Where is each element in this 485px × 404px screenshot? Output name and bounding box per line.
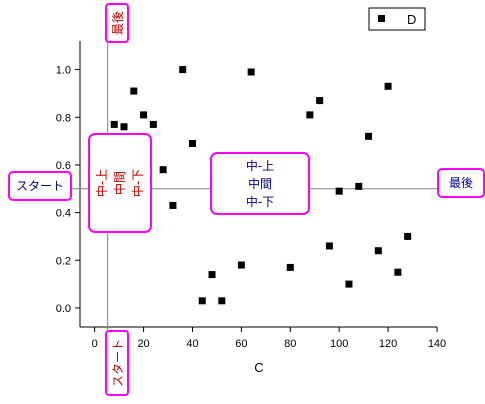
- data-point: [188, 139, 196, 147]
- annotation-top-label: 最後: [111, 11, 125, 35]
- axes: [79, 41, 437, 328]
- data-point: [365, 132, 373, 140]
- annotation-center-horizontal-line-1: 中-上: [246, 158, 274, 173]
- annotation-center-horizontal-line-2: 中間: [248, 176, 272, 191]
- data-point: [120, 123, 128, 131]
- y-tick-label: 0.4: [56, 208, 71, 220]
- data-point: [208, 271, 216, 279]
- annotation-top: 最後: [105, 3, 129, 43]
- x-tick-label: 100: [330, 338, 348, 350]
- data-point: [335, 187, 343, 195]
- data-point: [149, 120, 157, 128]
- y-tick-label: 0.8: [56, 112, 71, 124]
- annotation-center-vertical: 中-上 中間 中-下: [88, 133, 152, 233]
- x-tick-label: 20: [137, 338, 149, 350]
- data-point: [130, 87, 138, 95]
- annotation-right: 最後: [437, 168, 485, 198]
- x-tick-label: 80: [284, 338, 296, 350]
- data-point: [169, 201, 177, 209]
- legend-box: [368, 7, 426, 31]
- data-point: [394, 268, 402, 276]
- annotation-bottom: スタート: [105, 330, 129, 396]
- x-tick-label: 40: [186, 338, 198, 350]
- data-point: [404, 232, 412, 240]
- annotation-center-vertical-line-3: 中-下: [130, 169, 145, 197]
- y-tick-label: 1.0: [56, 65, 71, 77]
- data-point: [345, 280, 353, 288]
- annotation-center-vertical-line-1: 中-上: [94, 169, 109, 197]
- y-tick-label: 0.0: [56, 303, 71, 315]
- legend-label: D: [407, 12, 416, 27]
- data-point: [325, 242, 333, 250]
- annotation-center-vertical-line-2: 中間: [112, 171, 127, 195]
- data-point: [374, 247, 382, 255]
- annotation-center-horizontal-line-3: 中-下: [246, 194, 274, 209]
- x-tick-label: 60: [235, 338, 247, 350]
- x-tick-label: 140: [428, 338, 446, 350]
- x-axis-title: C: [254, 360, 263, 375]
- annotation-bottom-label: スタート: [111, 339, 125, 387]
- data-point: [286, 263, 294, 271]
- data-point: [110, 120, 118, 128]
- x-tick-label: 120: [379, 338, 397, 350]
- x-tick-label: 0: [92, 338, 98, 350]
- data-point: [179, 66, 187, 74]
- data-point: [306, 111, 314, 119]
- data-point: [159, 166, 167, 174]
- data-point: [384, 82, 392, 90]
- annotation-left-label: スタート: [16, 179, 64, 193]
- legend-marker: [378, 15, 385, 22]
- data-point: [140, 111, 148, 119]
- annotation-center-horizontal: 中-上 中間 中-下: [210, 152, 310, 215]
- x-ticks: 0 20 40 60 80 100 120 140: [92, 327, 446, 350]
- annotation-right-label: 最後: [449, 176, 473, 190]
- data-point: [237, 261, 245, 269]
- y-ticks: 0.0 0.2 0.4 0.6 0.8 1.0: [56, 65, 80, 315]
- data-point: [198, 297, 206, 305]
- data-point: [218, 297, 226, 305]
- data-point: [355, 182, 363, 190]
- data-point: [316, 97, 324, 105]
- y-tick-label: 0.2: [56, 255, 71, 267]
- legend: D: [368, 7, 426, 31]
- annotation-left: スタート: [8, 171, 72, 201]
- y-tick-label: 0.6: [56, 160, 71, 172]
- data-point: [247, 68, 255, 76]
- data-points: [110, 66, 412, 305]
